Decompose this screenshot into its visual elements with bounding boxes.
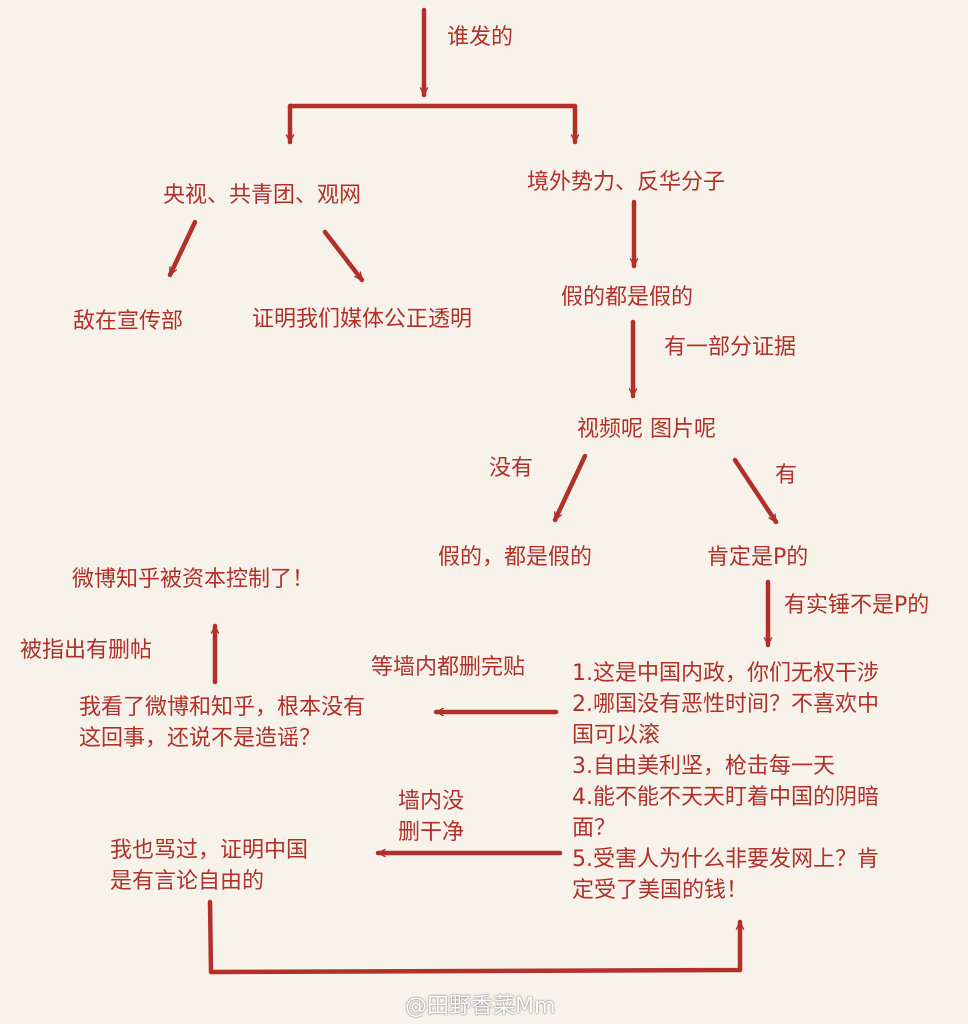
node-fake-all-fake: 假的，都是假的 [438, 545, 593, 570]
label-yes: 有 [775, 463, 798, 488]
label-wait-deleted: 等墙内都删完贴 [371, 655, 526, 680]
node-prove-fair-media: 证明我们媒体公正透明 [252, 307, 473, 332]
node-checked-weibo: 我看了微博和知乎，根本没有 这回事，还说不是造谣？ [79, 695, 366, 751]
label-not-cleaned: 墙内没 删干净 [398, 789, 465, 845]
node-all-fake: 假的都是假的 [561, 285, 694, 310]
loop-back [207, 899, 740, 975]
watermark: @田野香菜Mm [405, 994, 556, 1019]
node-enemy-in-propaganda: 敌在宣传部 [73, 309, 184, 334]
arrow-none [552, 453, 588, 523]
arrow-yes [732, 457, 779, 525]
node-must-be-ps: 肯定是P的 [707, 545, 809, 570]
node-weibo-controlled: 微博知乎被资本控制了！ [72, 567, 315, 592]
node-who-posted: 谁发的 [447, 25, 514, 50]
arrow-to-enemy [167, 219, 198, 278]
node-i-cursed-too: 我也骂过，证明中国 是有言论自由的 [110, 838, 309, 894]
node-foreign-forces: 境外势力、反华分子 [527, 170, 726, 195]
label-some-evidence: 有一部分证据 [664, 335, 797, 360]
label-solid-not-ps: 有实锤不是P的 [784, 593, 930, 618]
arrow-to-fair [322, 229, 365, 283]
label-none: 没有 [489, 456, 534, 481]
node-video-photo: 视频呢 图片呢 [577, 417, 716, 442]
label-pointed-deleted: 被指出有删帖 [20, 638, 153, 663]
node-excuses-list: 1.这是中国内政，你们无权干涉 2.哪国没有恶性时间？不喜欢中 国可以滚 3.自… [572, 661, 879, 903]
node-official-media: 央视、共青团、观网 [163, 183, 362, 208]
